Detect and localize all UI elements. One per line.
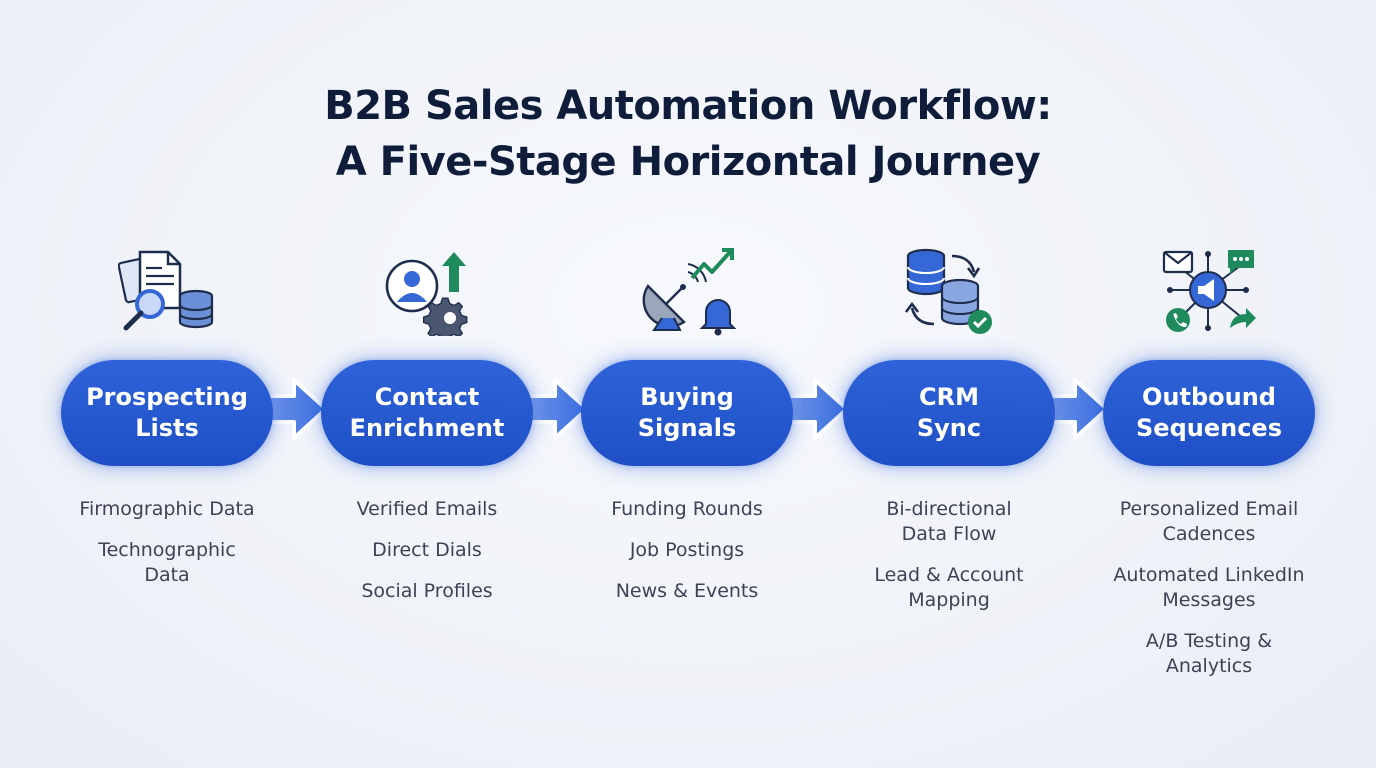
detail-item: Verified Emails [297,497,557,522]
detail-line: A/B Testing & [1145,630,1273,652]
stage-label-line: Signals [637,414,737,442]
stage-label-line: Buying [640,383,734,411]
stage-pill-buying-signals: Buying Signals [581,360,793,466]
stage-label-line: Sync [916,414,982,442]
detail-item: Automated LinkedIn Messages [1079,563,1339,613]
stage-details-outbound-sequences: Personalized Email Cadences Automated Li… [1079,497,1339,695]
document-search-database-icon [118,246,218,336]
detail-item: Social Profiles [297,579,557,604]
stage-details-contact-enrichment: Verified Emails Direct Dials Social Prof… [297,497,557,620]
stage-pill-outbound-sequences: Outbound Sequences [1103,360,1315,466]
detail-item: Technographic Data [37,538,297,588]
detail-item: Job Postings [557,538,817,563]
detail-item: Funding Rounds [557,497,817,522]
detail-line: Lead & Account [874,564,1024,586]
satellite-dish-trend-bell-icon [638,246,738,336]
detail-line: Verified Emails [356,498,498,520]
stage-label-line: Enrichment [349,414,505,442]
detail-item: News & Events [557,579,817,604]
database-sync-check-icon [900,246,1000,336]
detail-item: Direct Dials [297,538,557,563]
detail-item: A/B Testing & Analytics [1079,629,1339,679]
stage-label-line: CRM [919,383,979,411]
stage-details-buying-signals: Funding Rounds Job Postings News & Event… [557,497,817,620]
detail-item: Personalized Email Cadences [1079,497,1339,547]
detail-line: Funding Rounds [611,498,763,520]
megaphone-network-icon [1160,246,1260,336]
detail-line: Technographic [98,539,236,561]
stage-label-line: Outbound [1142,383,1276,411]
stage-details-prospecting-lists: Firmographic Data Technographic Data [37,497,297,604]
title-line-2: A Five-Stage Horizontal Journey [335,139,1041,185]
detail-line: Personalized Email [1119,498,1299,520]
detail-line: Analytics [1165,655,1253,677]
page-title: B2B Sales Automation Workflow: A Five-St… [0,78,1376,190]
detail-line: Data [144,564,190,586]
detail-line: Bi-directional [886,498,1012,520]
detail-line: Cadences [1162,523,1256,545]
title-line-1: B2B Sales Automation Workflow: [324,83,1052,129]
stage-label-line: Contact [374,383,480,411]
stage-label-line: Lists [135,414,199,442]
stage-pill-contact-enrichment: Contact Enrichment [321,360,533,466]
detail-item: Firmographic Data [37,497,297,522]
detail-line: Firmographic Data [79,498,255,520]
detail-line: Mapping [908,589,990,611]
stage-label-line: Prospecting [86,383,248,411]
detail-line: Automated LinkedIn [1113,564,1305,586]
detail-line: News & Events [615,580,759,602]
detail-item: Lead & Account Mapping [819,563,1079,613]
detail-line: Data Flow [901,523,997,545]
detail-line: Job Postings [629,539,745,561]
stage-details-crm-sync: Bi-directional Data Flow Lead & Account … [819,497,1079,629]
stage-label-line: Sequences [1136,414,1282,442]
stage-pill-prospecting-lists: Prospecting Lists [61,360,273,466]
detail-item: Bi-directional Data Flow [819,497,1079,547]
stage-pill-crm-sync: CRM Sync [843,360,1055,466]
detail-line: Social Profiles [361,580,493,602]
user-profile-gear-arrow-icon [380,246,480,336]
detail-line: Messages [1162,589,1256,611]
detail-line: Direct Dials [372,539,482,561]
